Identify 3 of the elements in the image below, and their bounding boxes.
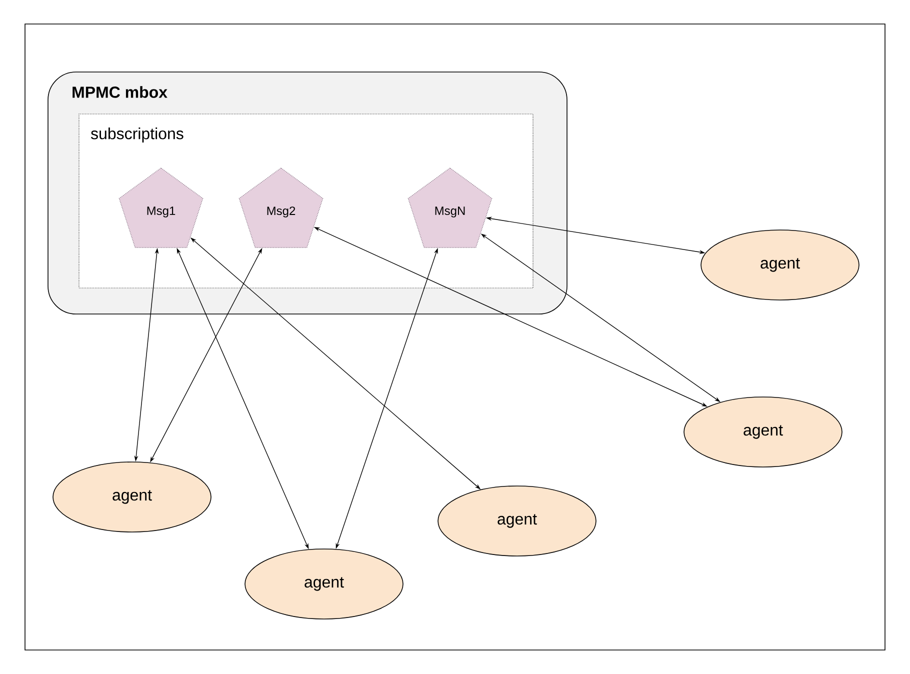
- message-pentagon: Msg2: [238, 168, 324, 248]
- message-pentagon: Msg1: [118, 168, 204, 248]
- message-pentagon: MsgN: [408, 168, 492, 248]
